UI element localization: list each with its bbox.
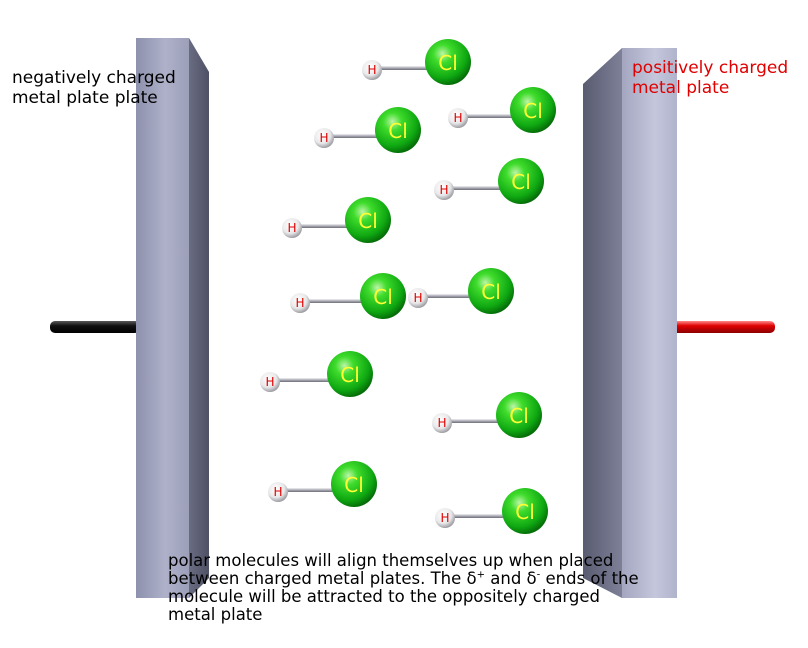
chlorine-symbol: Cl: [388, 119, 408, 143]
hcl-molecule: H Cl: [408, 268, 514, 314]
negative-plate-label-line: metal plate plate: [12, 88, 158, 108]
positive-plate-front: [622, 48, 677, 598]
hydrogen-symbol: H: [367, 63, 376, 77]
bond: [324, 134, 398, 138]
caption-line: metal plate: [168, 605, 263, 624]
caption-line: molecule will be attracted to the opposi…: [168, 587, 601, 606]
hcl-molecule: H Cl: [362, 39, 471, 85]
hydrogen-atom: [362, 60, 382, 80]
chlorine-symbol: Cl: [523, 99, 543, 123]
hydrogen-atom: [432, 413, 452, 433]
hydrogen-symbol: H: [413, 291, 422, 305]
negative-plate-group: [50, 38, 209, 598]
positive-plate-side: [583, 48, 622, 598]
delta-plus-sign: +: [476, 569, 486, 581]
positive-wire: [670, 321, 775, 333]
chlorine-symbol: Cl: [358, 209, 378, 233]
caption-text: and δ: [485, 569, 537, 588]
hcl-molecule: H Cl: [448, 87, 556, 133]
chlorine-symbol: Cl: [481, 280, 501, 304]
bond: [270, 378, 350, 382]
bond: [444, 186, 521, 190]
delta-minus-sign: -: [536, 569, 541, 581]
chlorine-atom: [498, 158, 544, 204]
chlorine-atom: [468, 268, 514, 314]
chlorine-symbol: Cl: [340, 363, 360, 387]
caption-text: ends of the: [540, 569, 639, 588]
chlorine-atom: [425, 39, 471, 85]
bond: [445, 514, 525, 518]
bond: [300, 299, 383, 303]
hydrogen-atom: [268, 482, 288, 502]
hydrogen-atom: [408, 288, 428, 308]
caption-line: between charged metal plates. The δ+ and…: [168, 570, 708, 588]
bond: [372, 66, 448, 70]
positive-plate-label-line: metal plate: [632, 78, 730, 98]
bond: [278, 488, 354, 492]
hydrogen-atom: [314, 128, 334, 148]
hcl-molecule: H Cl: [282, 197, 391, 243]
hydrogen-atom: [290, 293, 310, 313]
chlorine-atom: [496, 392, 542, 438]
hydrogen-symbol: H: [265, 375, 274, 389]
hydrogen-symbol: H: [440, 511, 449, 525]
bond: [458, 114, 533, 118]
hcl-molecule: H Cl: [435, 488, 548, 534]
caption: polar molecules will align themselves up…: [168, 552, 708, 624]
hydrogen-atom: [282, 218, 302, 238]
hcl-molecule: H Cl: [268, 461, 377, 507]
positive-plate-group: [583, 48, 775, 598]
hcl-molecule: H Cl: [290, 273, 406, 319]
chlorine-atom: [327, 351, 373, 397]
hydrogen-symbol: H: [319, 131, 328, 145]
hydrogen-atom: [260, 372, 280, 392]
bond: [292, 224, 368, 228]
negative-plate-side: [189, 38, 209, 598]
chlorine-atom: [360, 273, 406, 319]
chlorine-atom: [510, 87, 556, 133]
negative-plate-front: [136, 38, 189, 598]
hydrogen-symbol: H: [295, 296, 304, 310]
chlorine-atom: [375, 107, 421, 153]
chlorine-symbol: Cl: [509, 404, 529, 428]
hydrogen-symbol: H: [453, 111, 462, 125]
negative-plate-label: negatively charged metal plate plate: [12, 68, 192, 108]
hcl-molecule: H Cl: [260, 351, 373, 397]
hcl-molecule: H Cl: [314, 107, 421, 153]
chlorine-atom: [331, 461, 377, 507]
hydrogen-atom: [448, 108, 468, 128]
positive-plate-label: positively charged metal plate: [632, 58, 802, 98]
positive-plate-label-line: positively charged: [632, 58, 789, 78]
hydrogen-atom: [434, 180, 454, 200]
chlorine-symbol: Cl: [438, 51, 458, 75]
hydrogen-symbol: H: [437, 416, 446, 430]
hydrogen-symbol: H: [439, 183, 448, 197]
hydrogen-atom: [435, 508, 455, 528]
chlorine-atom: [345, 197, 391, 243]
caption-line: polar molecules will align themselves up…: [168, 551, 614, 570]
chlorine-symbol: Cl: [344, 473, 364, 497]
caption-text: between charged metal plates. The δ: [168, 569, 477, 588]
chlorine-symbol: Cl: [515, 500, 535, 524]
chlorine-symbol: Cl: [511, 170, 531, 194]
negative-wire: [50, 321, 140, 333]
bond: [442, 419, 519, 423]
negative-plate-label-line: negatively charged: [12, 68, 176, 88]
hcl-molecule: H Cl: [432, 392, 542, 438]
chlorine-symbol: Cl: [373, 285, 393, 309]
hydrogen-symbol: H: [273, 485, 282, 499]
hydrogen-symbol: H: [287, 221, 296, 235]
chlorine-atom: [502, 488, 548, 534]
hcl-molecule: H Cl: [434, 158, 544, 204]
bond: [418, 294, 491, 298]
